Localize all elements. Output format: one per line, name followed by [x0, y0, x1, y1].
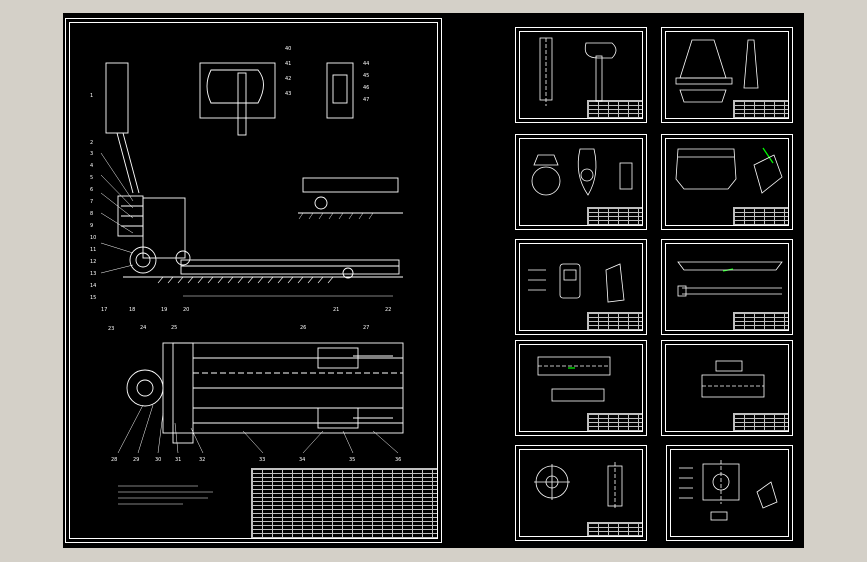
balloon-label: 10: [90, 235, 97, 241]
balloon-label: 34: [299, 457, 306, 463]
balloon-label: 44: [363, 61, 370, 67]
plan-wheel: [126, 369, 164, 407]
balloon-label: 2: [90, 140, 94, 146]
handle-shaft: [116, 132, 134, 194]
assembly-title-block: [251, 468, 438, 539]
balloon-label: 42: [285, 76, 292, 82]
balloon-label: 4: [90, 163, 94, 169]
part-geometry: [528, 263, 625, 303]
balloon-label: 26: [300, 325, 307, 331]
balloon-label: 45: [363, 73, 370, 79]
balloon-label: 24: [140, 325, 147, 331]
balloon-label: 22: [385, 307, 392, 313]
part-sheet: [515, 340, 647, 436]
balloon-label: 46: [363, 85, 370, 91]
balloon-label: 25: [171, 325, 178, 331]
handle-upper: [105, 62, 129, 134]
ground-hatch: [157, 276, 334, 284]
balloon-label: 9: [90, 223, 94, 229]
balloon-label: 21: [333, 307, 340, 313]
balloon-label: 12: [90, 259, 97, 265]
balloon-label: 18: [129, 307, 136, 313]
balloon-label: 5: [90, 175, 94, 181]
drawing-viewport[interactable]: 1 2 3 4 5 6 7 8 9 10 11 12 13 14 15 17 1…: [63, 13, 804, 548]
balloon-label: 7: [90, 199, 94, 205]
part-geometry: [701, 360, 765, 398]
balloon-label: 47: [363, 97, 370, 103]
part-title-block: [788, 536, 789, 537]
part-title-block: [587, 522, 643, 537]
part-title-block: [733, 413, 789, 432]
part-geometry: [534, 462, 623, 510]
assembly-geometry: [100, 62, 774, 505]
balloon-label: 23: [108, 326, 115, 332]
balloon-label: 1: [90, 93, 94, 99]
part-title-block: [733, 207, 789, 226]
balloon-label: 8: [90, 211, 94, 217]
steer-wheel: [129, 246, 157, 274]
detail-view-b: [326, 62, 354, 119]
detail-view-a: [199, 62, 276, 119]
balloon-label: 36: [395, 457, 402, 463]
balloon-label: 32: [199, 457, 206, 463]
part-sheet: [661, 239, 793, 335]
balloon-label: 20: [183, 307, 190, 313]
part-sheet: [661, 340, 793, 436]
part-title-block: [587, 312, 643, 331]
balloon-label: 43: [285, 91, 292, 97]
balloon-label: 13: [90, 271, 97, 277]
part-sheet: [666, 445, 793, 541]
part-title-block: [733, 312, 789, 331]
part-geometry: [679, 460, 778, 521]
balloon-label: 31: [175, 457, 182, 463]
balloon-label: 14: [90, 283, 97, 289]
part-sheet: [515, 445, 647, 541]
fork-side: [180, 259, 400, 275]
balloon-label: 41: [285, 61, 292, 67]
part-title-block: [733, 100, 789, 119]
balloon-label: 40: [285, 46, 292, 52]
balloon-label: 15: [90, 295, 97, 301]
part-sheet: [515, 134, 647, 230]
assembly-sheet: [65, 18, 442, 543]
part-title-block: [587, 413, 643, 432]
part-geometry: [675, 39, 759, 103]
balloon-label: 30: [155, 457, 162, 463]
part-geometry: [675, 148, 783, 194]
notes-block: [118, 485, 213, 505]
part-geometry: [537, 356, 611, 402]
balloon-label: 33: [259, 457, 266, 463]
part-sheet: [661, 134, 793, 230]
part-geometry: [531, 148, 633, 196]
balloon-label: 19: [161, 307, 168, 313]
balloon-label: 3: [90, 151, 94, 157]
part-sheet: [661, 27, 793, 123]
part-title-block: [587, 100, 643, 119]
part-geometry: [539, 37, 617, 106]
part-sheet: [515, 27, 647, 123]
balloon-label: 28: [111, 457, 118, 463]
balloon-label: 27: [363, 325, 370, 331]
part-sheet: [515, 239, 647, 335]
part-geometry: [677, 261, 783, 297]
balloon-label: 11: [90, 247, 97, 253]
balloon-label: 6: [90, 187, 94, 193]
part-title-block: [587, 207, 643, 226]
balloon-label: 17: [101, 307, 108, 313]
balloon-label: 35: [349, 457, 356, 463]
balloon-label: 29: [133, 457, 140, 463]
detail-view-c: [302, 177, 399, 193]
